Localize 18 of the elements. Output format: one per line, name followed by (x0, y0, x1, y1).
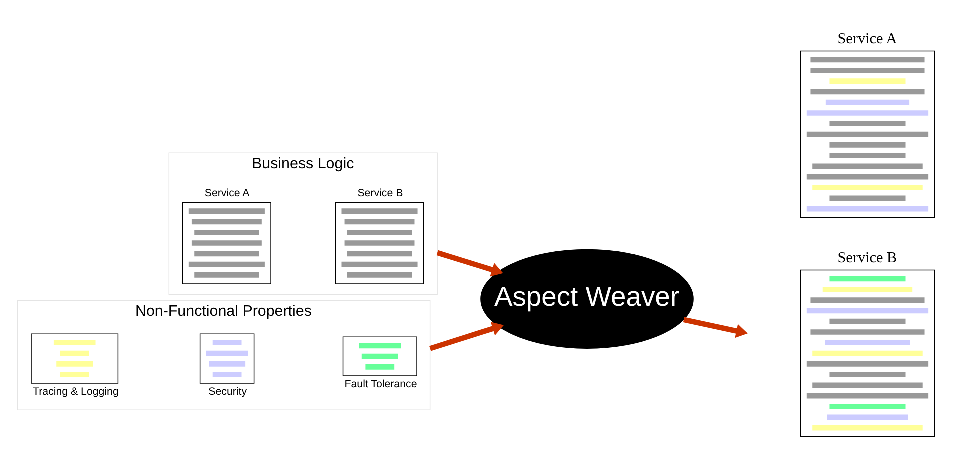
node-box (342, 336, 418, 376)
node-label: Service A (838, 30, 898, 48)
node-box (335, 202, 424, 284)
node-box (182, 202, 272, 284)
node-label: Service A (204, 188, 250, 200)
node-box (200, 334, 255, 384)
arrow (430, 322, 504, 352)
arrow (683, 317, 748, 338)
arrow (436, 250, 504, 277)
node-box (800, 50, 936, 218)
node-label: Service B (358, 188, 404, 200)
node-label: Security (208, 386, 248, 398)
node-box (31, 334, 119, 384)
node-label: Fault Tolerance (344, 378, 418, 391)
node-label: Service B (838, 250, 898, 267)
node-label: Tracing & Logging (33, 386, 119, 398)
node-box (800, 270, 936, 438)
node-ellipse: Aspect Weaver (480, 249, 694, 349)
